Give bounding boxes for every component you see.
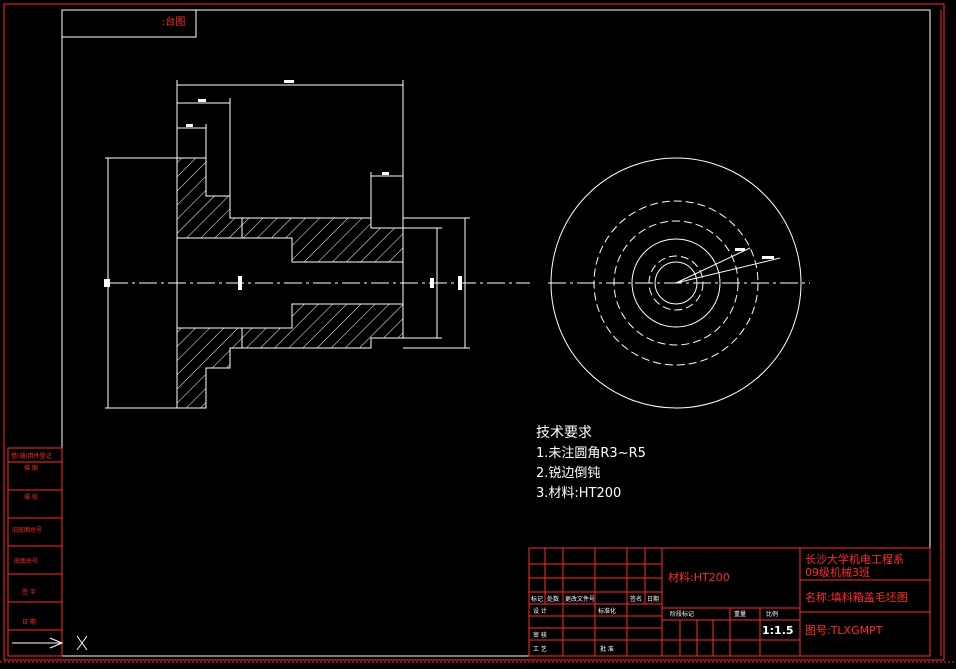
ls-label-3: 描 校	[24, 493, 38, 501]
tb-role-process: 工 艺	[533, 645, 547, 653]
tb-header-mark: 标记	[531, 595, 543, 603]
radius-label-1	[735, 248, 745, 251]
left-stamp: 借(通)用件登记 描 图 描 校 旧底图总号 底图总号 签 字 日 期	[7, 447, 63, 657]
tb-role-design: 设 计	[533, 607, 547, 615]
tb-stage-label: 阶段标记	[670, 610, 694, 618]
dim-label-flange	[186, 124, 193, 127]
ls-label-4: 旧底图总号	[12, 526, 42, 534]
inner-frame	[61, 9, 931, 657]
end-view	[548, 157, 810, 409]
radius-leader-1	[675, 247, 751, 284]
section-outline-top	[176, 157, 404, 283]
radius-leader-2	[675, 257, 781, 284]
tb-header-sign: 签名	[630, 595, 642, 603]
tb-part-name: 名称:填料箱盖毛坯图	[805, 590, 908, 604]
outer-frame	[3, 3, 945, 661]
inner-circle	[631, 238, 721, 328]
tb-standardize: 标准化	[598, 607, 616, 615]
dim-label-step	[198, 99, 206, 102]
tb-weight-label: 重量	[734, 610, 746, 618]
hatch-flange-top	[176, 157, 243, 239]
section-view	[104, 80, 530, 409]
ls-label-6: 签 字	[22, 588, 36, 596]
section-outline-bottom	[176, 283, 404, 409]
dim-label-height	[104, 279, 110, 287]
tech-req-item-2: 2.锐边倒钝	[536, 466, 600, 481]
dim-label-bore	[430, 278, 434, 288]
corner-label-box	[61, 9, 197, 38]
ucs-arrow	[49, 637, 64, 649]
tb-material: 材料:HT200	[668, 570, 730, 584]
corner-label: :台图	[162, 15, 185, 28]
title-block: 标记 处数 更改文件号 签名 日期 设 计 标准化 审 核 工 艺 批 准 材料…	[528, 547, 931, 657]
tech-req-title: 技术要求	[536, 425, 592, 441]
tech-req-item-3: 3.材料:HT200	[536, 486, 621, 501]
tb-org-line1: 长沙大学机电工程系	[805, 552, 904, 566]
dim-label-outer	[458, 276, 462, 290]
tb-drawing-no: 图号:TLXGMPT	[805, 624, 883, 637]
tb-scale-label: 比例	[766, 610, 778, 618]
dim-label-end	[382, 172, 389, 175]
tb-role-review: 审 核	[533, 631, 547, 639]
hatch-body-top	[241, 217, 404, 263]
tb-org-line2: 09级机械3班	[805, 565, 870, 579]
tb-header-change: 更改文件号	[565, 595, 595, 603]
ucs-x-mark-b	[76, 635, 88, 651]
ls-label-2: 描 图	[24, 464, 38, 472]
radius-label-2	[762, 256, 774, 259]
left-stamp-frame	[7, 447, 63, 657]
tech-req-item-1: 1.未注圆角R3~R5	[536, 446, 646, 461]
ls-label-1: 借(通)用件登记	[11, 452, 52, 460]
tb-scale-value: 1:1.5	[762, 624, 794, 637]
tb-header-count: 处数	[547, 595, 559, 603]
ls-label-5: 底图总号	[14, 557, 38, 565]
ls-label-7: 日 期	[22, 618, 36, 626]
ucs-icon	[12, 635, 88, 651]
dim-label-length	[284, 80, 294, 83]
tb-header-date: 日期	[647, 595, 659, 603]
dim-label-inner	[238, 276, 242, 290]
hatch-body-bottom	[241, 303, 404, 349]
tb-approve: 批 准	[600, 645, 614, 653]
